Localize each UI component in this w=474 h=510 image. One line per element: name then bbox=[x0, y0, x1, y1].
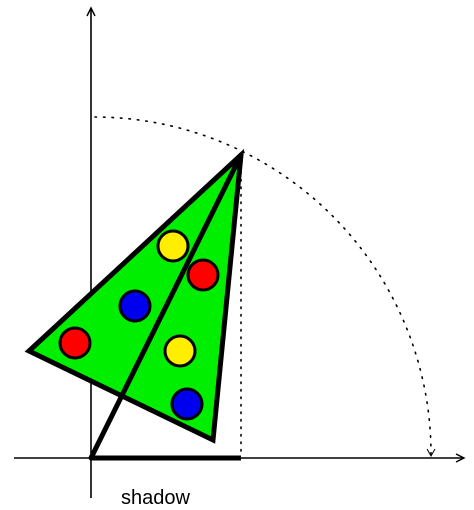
ornament-blue bbox=[118, 289, 152, 323]
shadow-label: shadow bbox=[121, 487, 190, 509]
ornament-red bbox=[58, 326, 92, 360]
ornament-red bbox=[186, 258, 220, 292]
ornament-yellow bbox=[163, 334, 197, 368]
rotation-arc bbox=[94, 116, 436, 458]
ornament-yellow bbox=[156, 229, 190, 263]
ornament-blue bbox=[170, 387, 204, 421]
tree-trunk bbox=[88, 152, 244, 461]
